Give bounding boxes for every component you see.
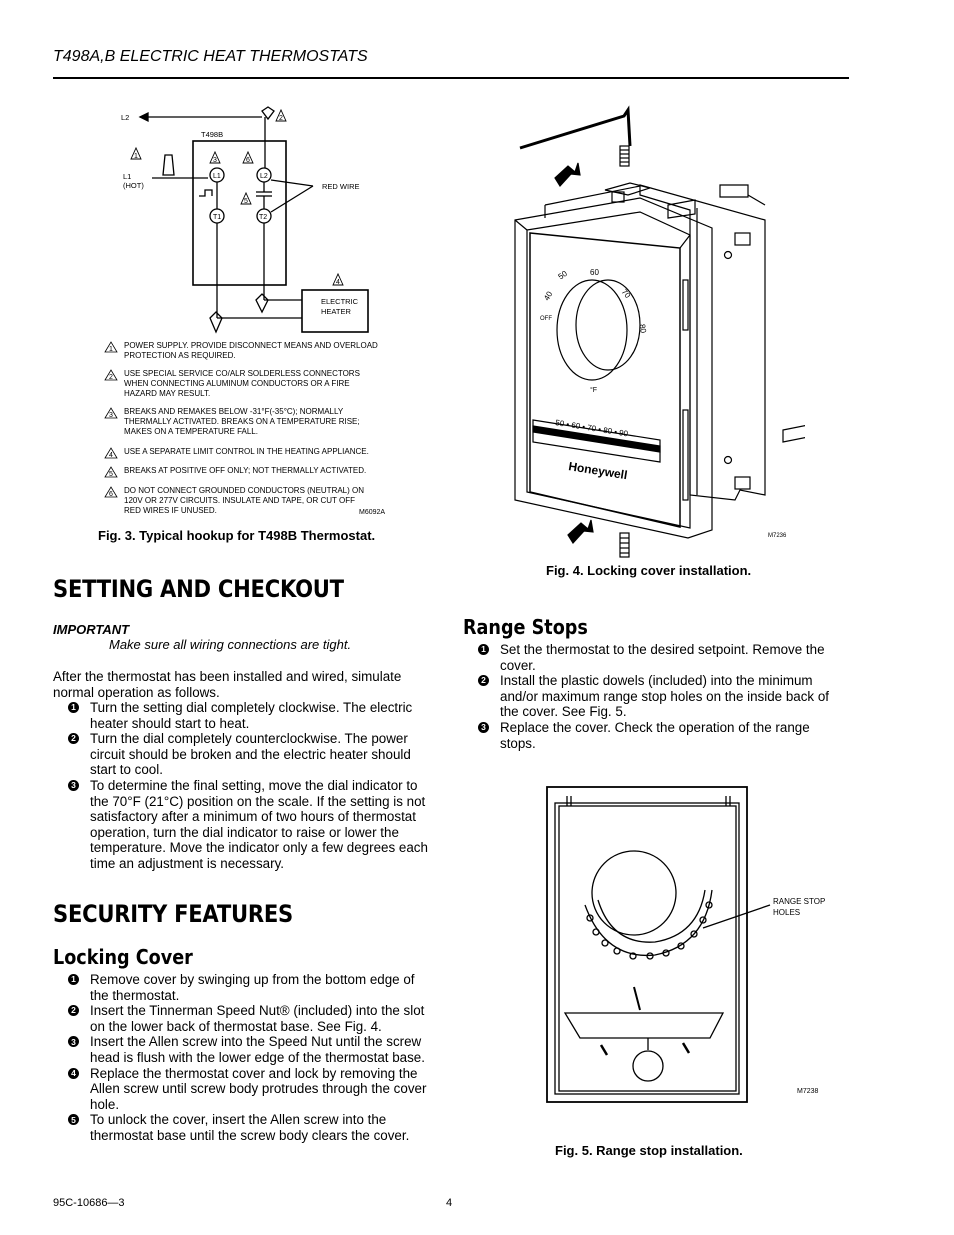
note-marker-icon: 1 — [104, 341, 118, 353]
svg-text:6: 6 — [109, 491, 113, 498]
fig5-code: M7238 — [797, 1088, 819, 1095]
security-features-heading: SECURITY FEATURES — [53, 900, 293, 928]
svg-text:2: 2 — [109, 374, 113, 381]
fig3-label-t498b: T498B — [201, 130, 223, 139]
svg-text:4: 4 — [109, 452, 113, 459]
important-text: Make sure all wiring connections are tig… — [109, 637, 352, 652]
fig3-term-l1: L1 — [213, 173, 221, 180]
fig3-marker-5: 5 — [244, 198, 248, 205]
step-number-icon: 3 — [68, 779, 79, 791]
svg-text:5: 5 — [109, 471, 113, 478]
fig3-label-l2-top: L2 — [121, 113, 129, 122]
fig3-wiring-diagram: L2 T498B L1 (HOT) L1 L2 T1 T2 RED WIRE E… — [121, 106, 369, 334]
fig3-marker-6: 6 — [246, 157, 250, 164]
note-marker-icon: 5 — [104, 466, 118, 478]
fig4-dial-60: 60 — [590, 268, 599, 277]
fig4-brand-logo: Honeywell — [568, 459, 629, 482]
fig4-dial-50: 50 — [556, 269, 569, 282]
fig3-label-l1: L1 — [123, 172, 131, 181]
fig4-dial-80: 80 — [638, 323, 649, 334]
fig3-marker-1: 1 — [134, 153, 138, 160]
fig4-dial-70: 70 — [620, 287, 633, 300]
fig5-range-stop-illustration: RANGE STOP HOLES M7238 — [546, 786, 825, 1103]
range-stops-heading: Range Stops — [463, 615, 588, 639]
fig4-dial-off: OFF — [540, 316, 552, 322]
fig4-dial-deg: °F — [590, 386, 597, 394]
fig3-label-heater-1: ELECTRIC — [321, 297, 359, 306]
fig5-label-line2: HOLES — [773, 908, 800, 917]
fig5-caption: Fig. 5. Range stop installation. — [555, 1143, 743, 1158]
step-number-icon: 3 — [68, 1036, 79, 1048]
fig3-caption: Fig. 3. Typical hookup for T498B Thermos… — [98, 528, 376, 543]
fig4-dial-40: 40 — [542, 289, 555, 302]
step-number-icon: 4 — [68, 1067, 79, 1079]
step-number-icon: 2 — [68, 733, 79, 745]
header-rule — [53, 77, 849, 79]
fig3-marker-2: 2 — [279, 115, 283, 122]
fig4-code: M7236 — [768, 533, 787, 539]
svg-text:3: 3 — [109, 412, 113, 419]
note-marker-icon: 6 — [104, 486, 118, 498]
fig5-label-line1: RANGE STOP — [773, 897, 825, 906]
step-number-icon: 1 — [68, 702, 79, 713]
fig3-marker-4: 4 — [336, 279, 340, 286]
footer-page-number: 4 — [446, 1197, 453, 1209]
fig3-term-t2: T2 — [259, 214, 267, 221]
step-number-icon: 2 — [478, 675, 489, 687]
fig3-term-t1: T1 — [213, 214, 221, 221]
fig3-term-l2: L2 — [260, 173, 268, 180]
fig3-label-red-wire: RED WIRE — [322, 182, 360, 191]
setting-checkout-heading: SETTING AND CHECKOUT — [53, 575, 344, 603]
fig3-notes: 1 POWER SUPPLY. PROVIDE DISCONNECT MEANS… — [104, 341, 404, 521]
fig3-code: M6092A — [359, 509, 386, 516]
note-marker-icon: 4 — [104, 447, 118, 459]
step-number-icon: 2 — [68, 1005, 79, 1017]
note-marker-icon: 3 — [104, 407, 118, 419]
step-number-icon: 3 — [478, 721, 489, 733]
step-number-icon: 1 — [68, 974, 79, 985]
step-number-icon: 5 — [68, 1114, 79, 1126]
fig4-caption: Fig. 4. Locking cover installation. — [546, 563, 752, 578]
important-label: IMPORTANT — [53, 622, 130, 637]
header-title: T498A,B ELECTRIC HEAT THERMOSTATS — [53, 48, 368, 65]
fig3-label-heater-2: HEATER — [321, 307, 351, 316]
locking-cover-heading: Locking Cover — [53, 945, 193, 969]
note-marker-icon: 2 — [104, 369, 118, 381]
step-number-icon: 1 — [478, 644, 489, 655]
footer-doc-number: 95C-10686—3 — [53, 1197, 125, 1209]
fig3-label-hot: (HOT) — [123, 181, 144, 190]
setting-intro: After the thermostat has been installed … — [53, 669, 402, 700]
svg-text:1: 1 — [109, 346, 113, 353]
fig4-locking-cover-illustration: 40 50 60 70 80 OFF °F 50 • 60 • 70 • 80 … — [514, 105, 805, 558]
fig3-marker-3: 3 — [213, 157, 217, 164]
